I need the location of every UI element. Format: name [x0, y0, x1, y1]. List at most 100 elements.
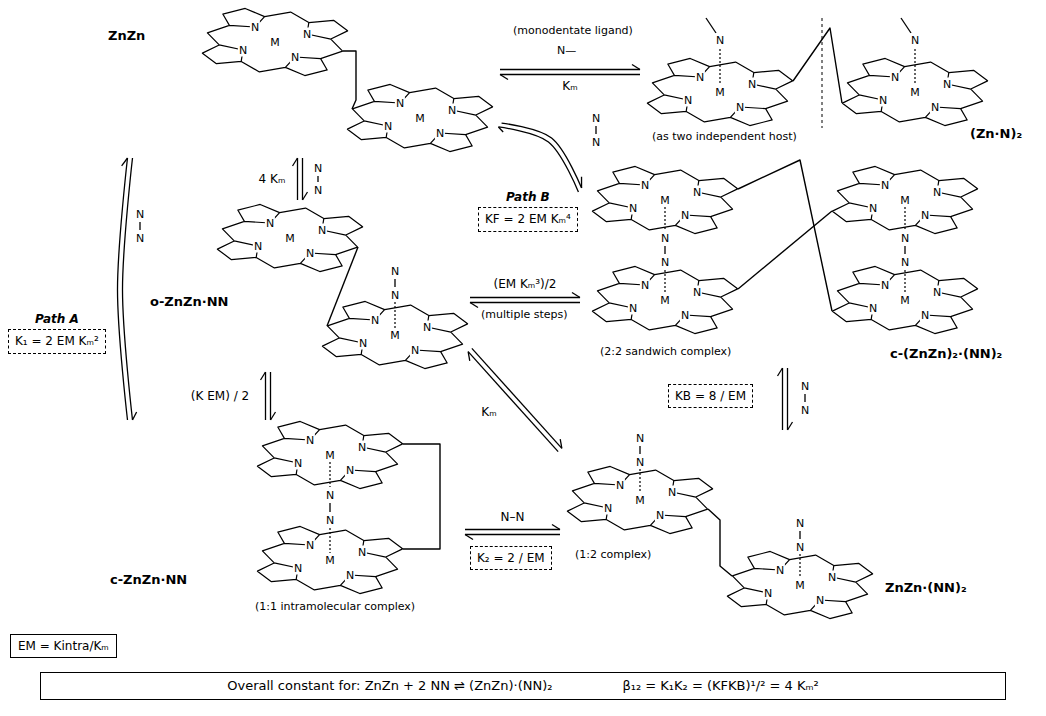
half-arrowhead	[465, 535, 473, 540]
species-name: c-ZnZn·NN	[110, 572, 187, 588]
atom-label: N	[910, 34, 920, 47]
arrow-line	[502, 123, 582, 188]
annotation: (multiple steps)	[480, 308, 569, 321]
constant-node: K₂ = 2 / EM	[470, 546, 552, 570]
atom-label: N	[628, 302, 638, 315]
atom-label: N	[253, 240, 263, 253]
arrow-line	[465, 534, 560, 535]
arrow-line	[297, 158, 298, 200]
species-description: (1:1 intramolecular complex)	[255, 600, 415, 613]
equilibrium-arrow	[778, 368, 793, 430]
bond	[595, 126, 596, 134]
arrow-line	[265, 372, 266, 420]
species: ZnZn·(NN)₂(1:2 complex)	[560, 430, 1000, 625]
atom-label: N	[370, 314, 380, 327]
species-description: (1:2 complex)	[575, 548, 651, 561]
constant-node: EM = Kintra/Kₘ	[10, 634, 117, 658]
arrow-line	[782, 368, 783, 430]
equilibrium-arrow	[117, 158, 136, 420]
rate-constant: Kₘ	[479, 405, 498, 419]
equilibrium-arrow	[498, 123, 581, 192]
species-description: (as two independent host)	[652, 130, 797, 143]
atom-label: N	[345, 464, 355, 477]
half-arrowhead	[293, 158, 298, 166]
atom-label: M	[659, 194, 671, 207]
half-arrowhead	[778, 368, 783, 376]
bond	[664, 246, 665, 254]
linker	[708, 509, 732, 576]
atom-label: N	[357, 546, 367, 559]
equilibrium-arrow	[470, 293, 580, 308]
atom-label: N	[305, 247, 315, 260]
equilibrium-arrow	[465, 525, 560, 540]
atom-label: N	[655, 509, 665, 522]
porphyrin-ring	[798, 153, 1011, 247]
bonds	[140, 18, 911, 539]
atom-label: N	[358, 337, 368, 350]
bond	[329, 503, 330, 512]
atom-label: M	[794, 579, 806, 592]
coordination-bond	[664, 270, 665, 293]
coordination-bond	[664, 207, 665, 230]
porphyrin-ring	[183, 191, 396, 285]
atom-label: N	[715, 34, 725, 47]
rate-constant: 4 Kₘ	[257, 172, 288, 186]
half-arrowhead	[271, 412, 276, 420]
species: c-ZnZn·NN (1:1 intramolecular complex)	[100, 420, 465, 618]
species-name: o-ZnZn·NN	[150, 294, 228, 310]
atom-label: N	[827, 571, 837, 584]
constant-box: KF = 2 EM Kₘ⁴	[478, 207, 578, 231]
atom-label: N	[615, 479, 625, 492]
species-name: ZnZn	[108, 28, 145, 44]
half-arrowhead	[500, 75, 508, 80]
atom-label: N	[680, 209, 690, 222]
constant-node: KB = 8 / EM	[668, 384, 753, 408]
atom-label: N	[250, 21, 260, 34]
atom-label: N	[325, 514, 335, 527]
coordination-bond	[329, 528, 330, 553]
bond	[639, 446, 640, 454]
half-arrowhead	[788, 422, 793, 430]
half-arrowhead	[498, 127, 503, 132]
atom-label: N	[900, 256, 910, 269]
arrow-line	[787, 368, 788, 430]
atom-label: N	[800, 380, 810, 393]
atom-label: N	[667, 486, 677, 499]
porphyrin-ring	[288, 288, 501, 382]
bond	[706, 18, 716, 33]
half-arrowhead	[560, 439, 562, 448]
atom-label: N	[868, 302, 878, 315]
path-heading: Path A	[8, 312, 106, 326]
constant-box: EM = Kintra/Kₘ	[10, 634, 117, 658]
half-arrowhead	[133, 412, 137, 420]
atom-label: N	[345, 569, 355, 582]
bond	[901, 18, 911, 33]
half-arrowhead	[303, 192, 308, 200]
atom-label: M	[909, 86, 921, 99]
atom-label: N	[900, 232, 910, 245]
atom-label: N	[293, 562, 303, 575]
atom-label: M	[324, 554, 336, 567]
constant-box: K₂ = 2 / EM	[470, 546, 552, 570]
atom-label: N	[293, 457, 303, 470]
porphyrin-ring	[168, 0, 381, 89]
atom-label: N	[880, 279, 890, 292]
atom-label: N	[683, 94, 693, 107]
coordination-bond	[799, 554, 800, 578]
bond	[317, 176, 318, 182]
equilibrium-arrow	[468, 348, 562, 451]
path-heading: Path B	[478, 190, 578, 204]
atom-label: M	[284, 232, 296, 245]
atom-label: M	[324, 449, 336, 462]
atom-label: M	[414, 112, 426, 125]
linker	[793, 28, 842, 103]
arrow-line	[472, 348, 562, 448]
overall-constant: Overall constant for: ZnZn + 2 NN ⇌ (ZnZ…	[227, 678, 552, 694]
atom-label: N	[932, 286, 942, 299]
atom-label: N	[603, 502, 613, 515]
half-arrowhead	[261, 372, 266, 380]
atom-label: N	[815, 594, 825, 607]
linker	[403, 444, 440, 549]
atom-label: N	[880, 179, 890, 192]
